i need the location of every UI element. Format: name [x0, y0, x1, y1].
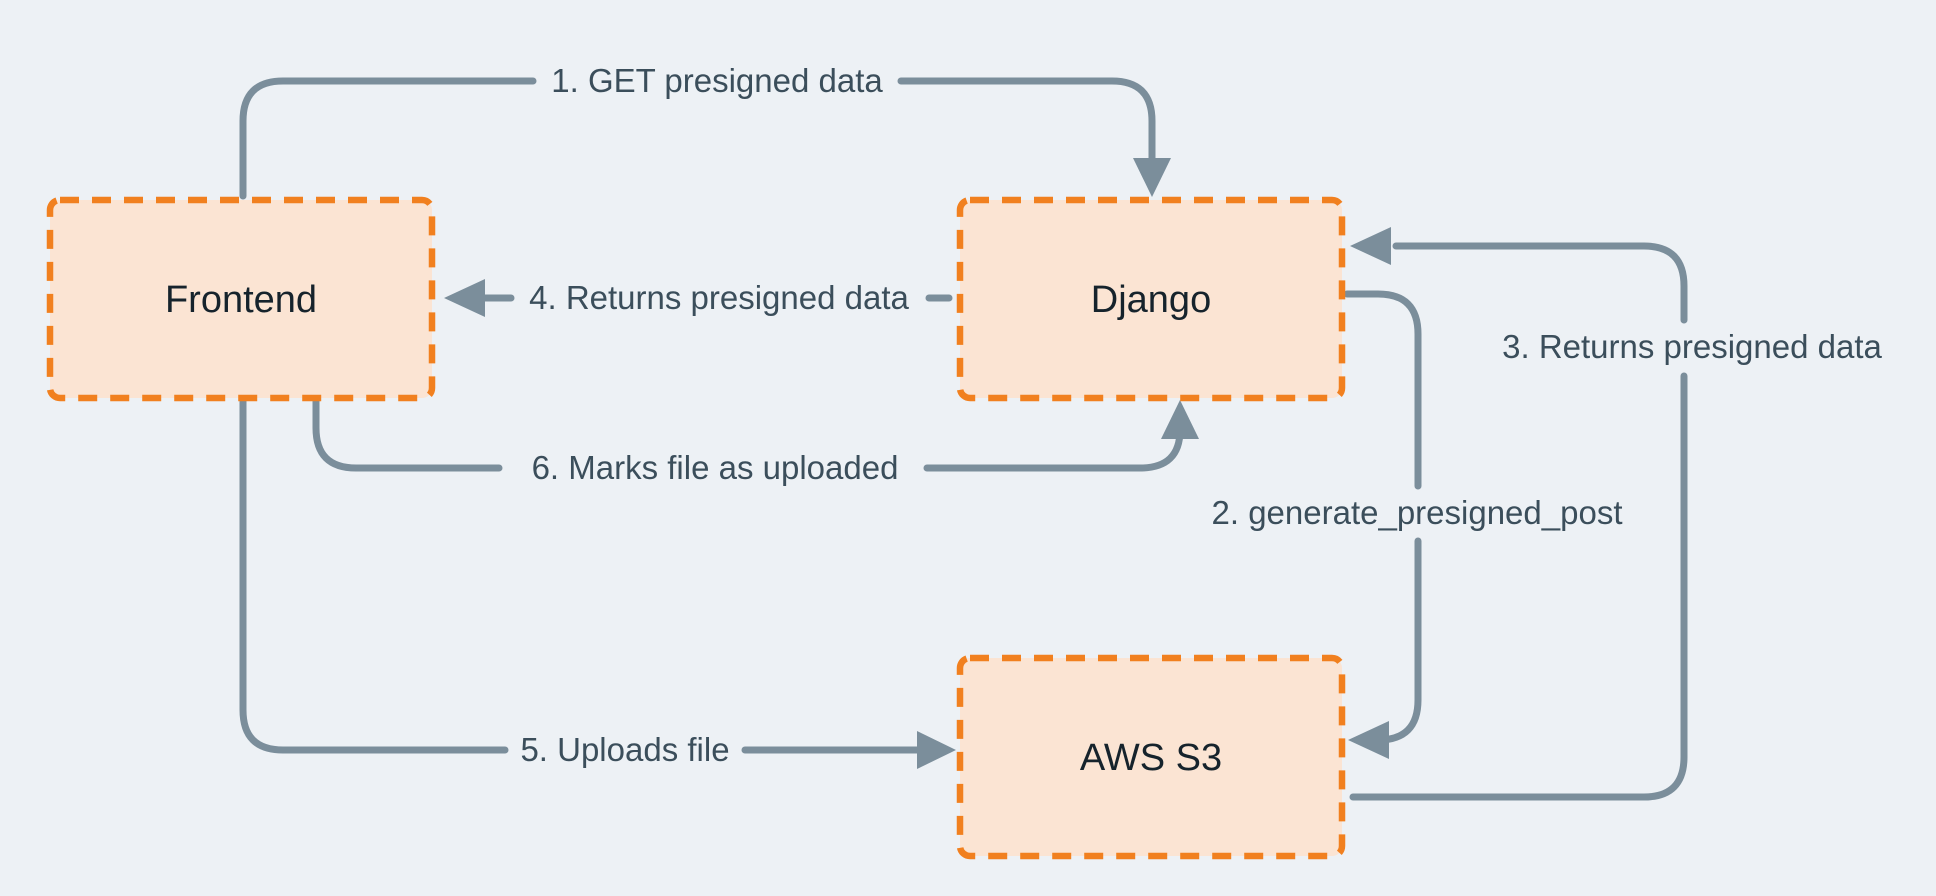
flow-5-label: 5. Uploads file — [520, 731, 729, 768]
node-frontend: Frontend — [46, 196, 436, 402]
flow-1-line-right — [897, 77, 1156, 166]
flow-3-label: 3. Returns presigned data — [1502, 328, 1882, 365]
flow-2-arrowhead-left — [1348, 721, 1389, 759]
flow-4-returns-presigned-data: 4. Returns presigned data — [444, 279, 953, 317]
flow-3-returns-presigned-data: 3. Returns presigned data — [1349, 227, 1883, 801]
flow-2-line-top — [1343, 290, 1422, 490]
flow-2-label: 2. generate_presigned_post — [1212, 494, 1623, 531]
flow-6-label: 6. Marks file as uploaded — [532, 449, 899, 486]
flow-4-label: 4. Returns presigned data — [529, 279, 909, 316]
flow-3-line-top — [1392, 242, 1688, 324]
flow-2-generate-presigned-post: 2. generate_presigned_post — [1212, 290, 1623, 759]
node-aws-s3-label: AWS S3 — [1080, 737, 1222, 779]
node-frontend-label: Frontend — [165, 279, 317, 321]
flow-6-marks-file-uploaded: 6. Marks file as uploaded — [312, 395, 1199, 486]
flow-2-line-bottom — [1374, 537, 1422, 744]
node-django-label: Django — [1091, 279, 1211, 321]
flow-3-line-bottom — [1349, 372, 1688, 801]
node-django-box — [956, 196, 1346, 402]
flow-5-line-left — [239, 395, 509, 754]
node-frontend-box — [46, 196, 436, 402]
flow-1-get-presigned-data: 1. GET presigned data — [239, 62, 1171, 200]
flow-5-uploads-file: 5. Uploads file — [239, 395, 956, 769]
node-aws-s3: AWS S3 — [956, 654, 1346, 860]
node-aws-s3-box — [956, 654, 1346, 860]
flow-3-arrowhead-left — [1350, 227, 1391, 265]
node-django: Django — [956, 196, 1346, 402]
flow-5-arrowhead-right — [917, 731, 956, 769]
flow-6-line-left — [312, 395, 503, 472]
flow-6-arrowhead-up — [1161, 400, 1199, 439]
flow-6-line-right — [923, 426, 1184, 472]
flow-1-line-left — [239, 77, 537, 200]
flow-4-arrowhead-left — [444, 279, 485, 317]
flow-1-arrowhead-down — [1133, 158, 1171, 197]
flow-1-label: 1. GET presigned data — [551, 62, 883, 99]
